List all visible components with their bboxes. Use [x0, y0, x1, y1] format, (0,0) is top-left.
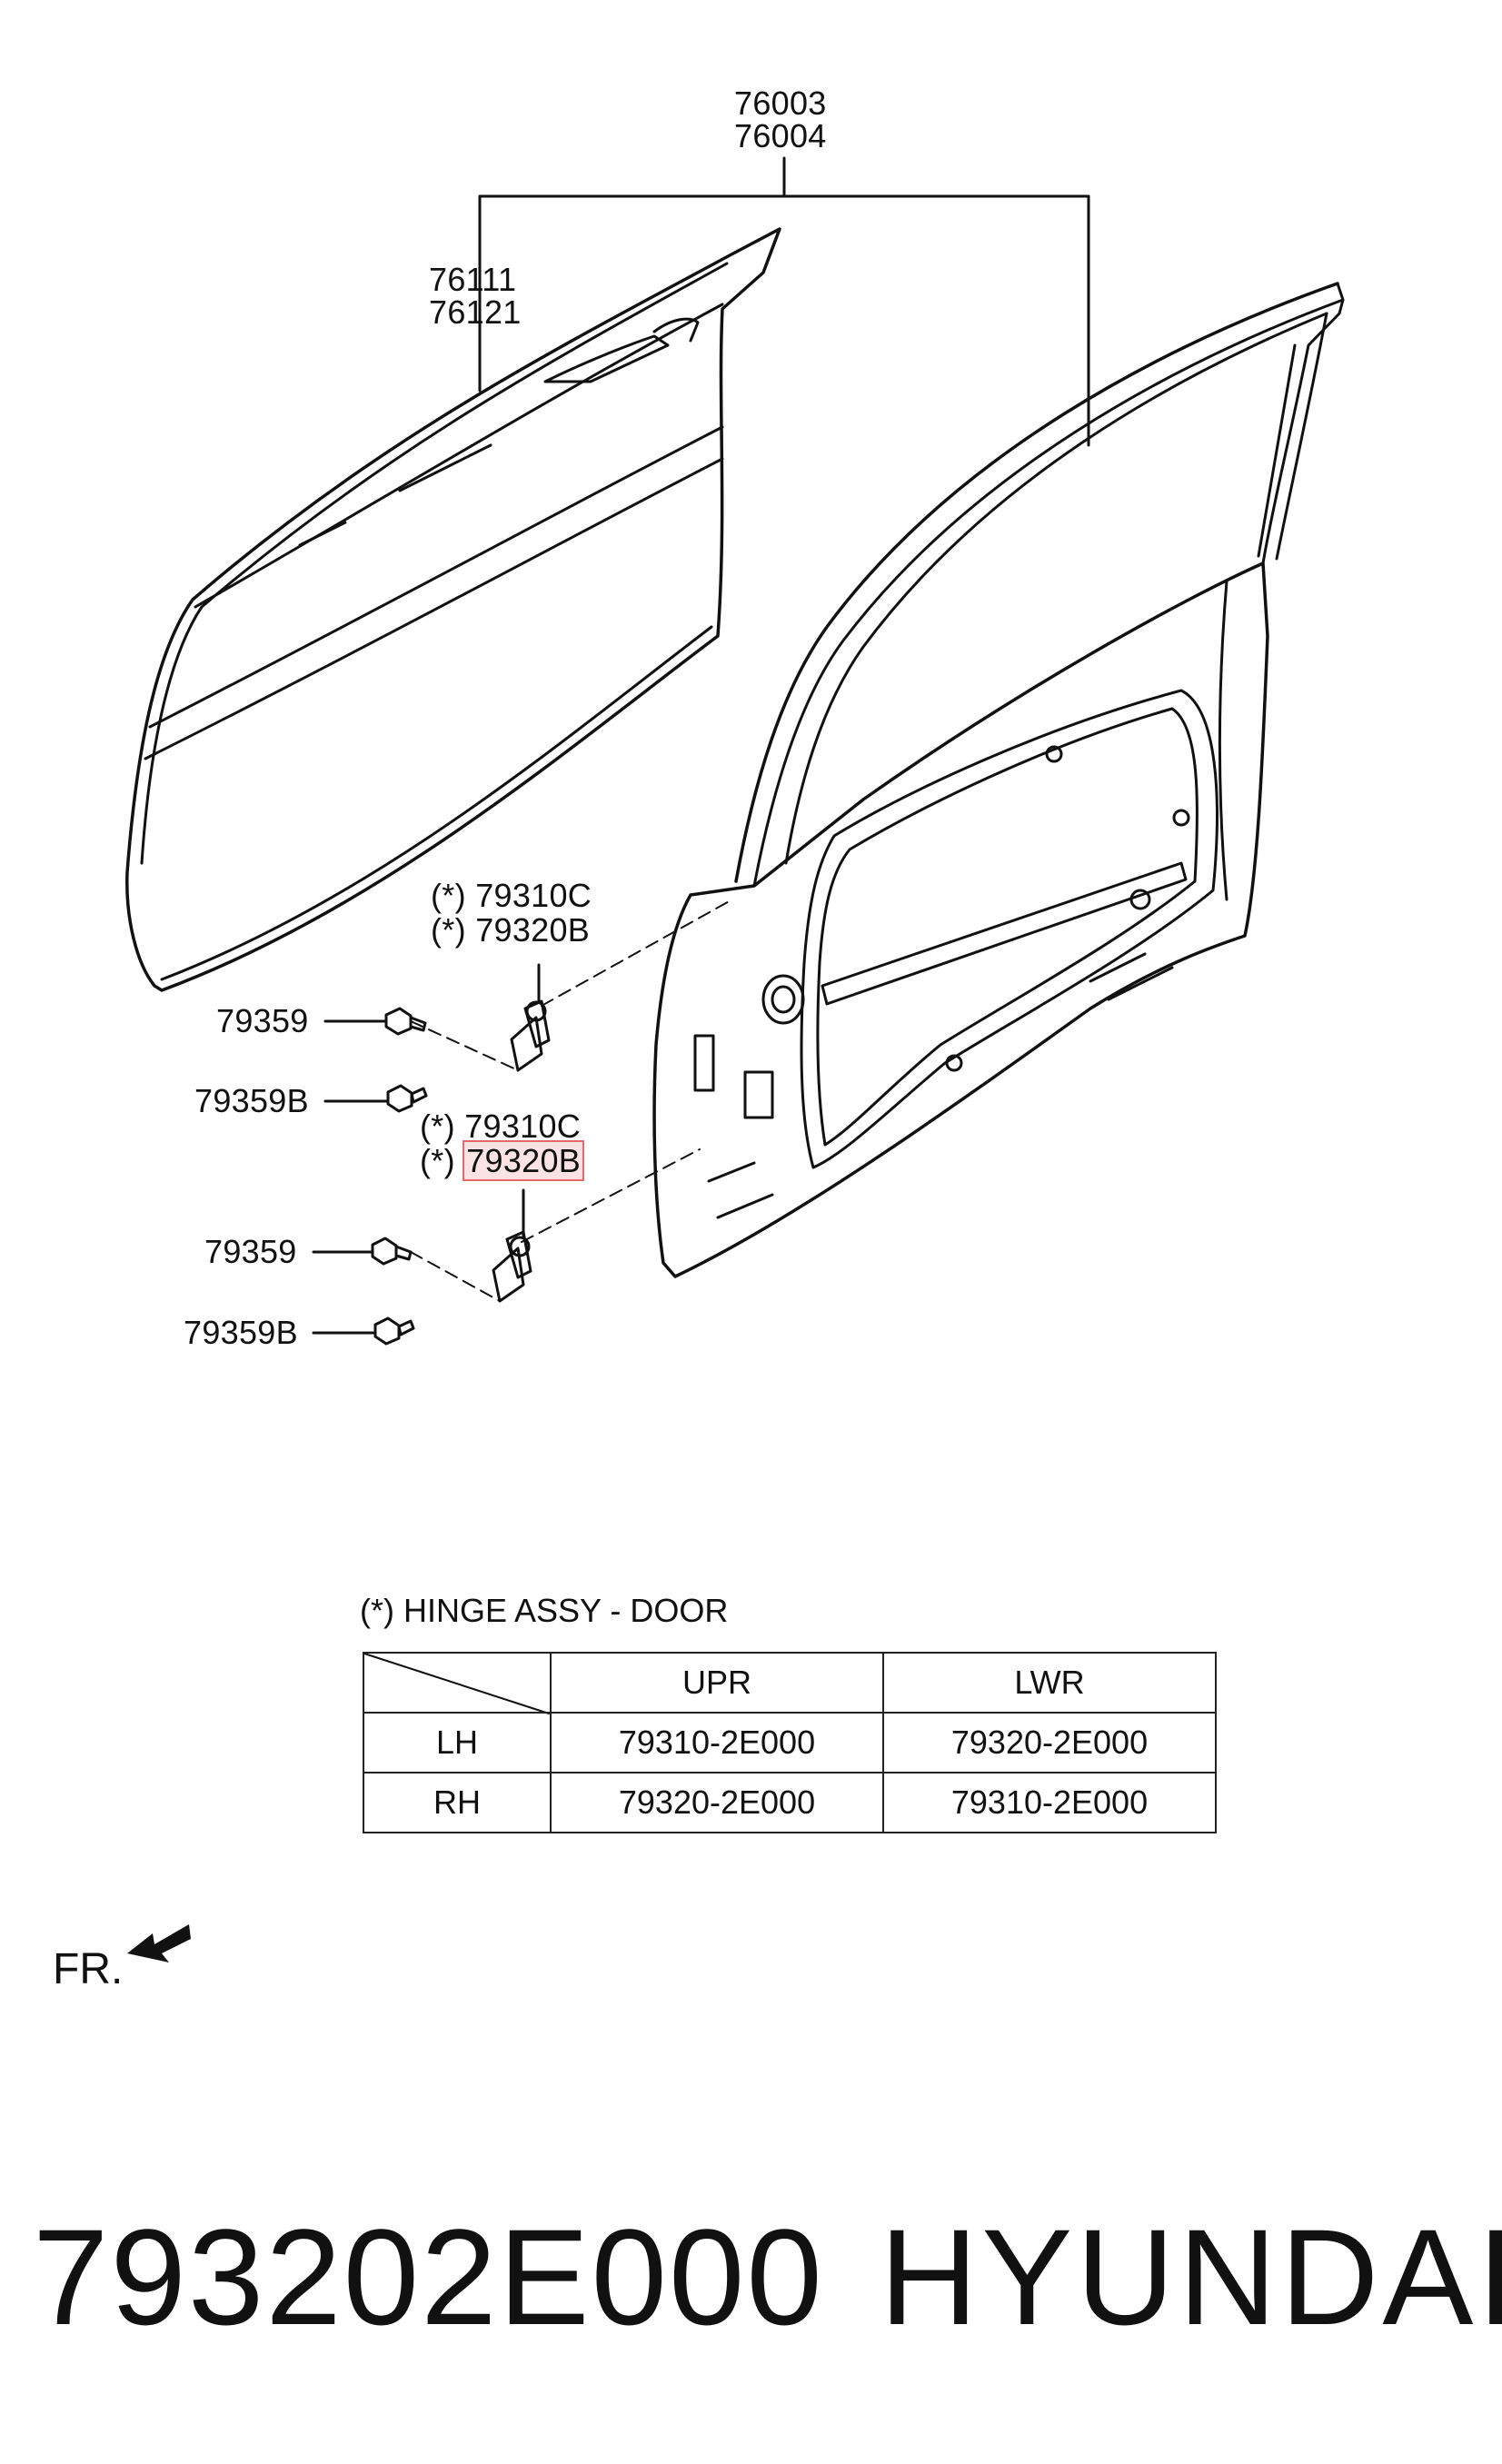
hinge-table: UPR LWR LH 79310-2E000 79320-2E000 RH 79…: [363, 1652, 1217, 1833]
door-inner-frame: [652, 282, 1345, 1278]
label-assembly-76003: 76003: [734, 84, 827, 122]
table-header-lwr: LWR: [882, 1652, 1217, 1714]
table-cell-side: RH: [363, 1772, 552, 1833]
bolt-upper-2: [323, 1084, 428, 1113]
table-header-upr: UPR: [550, 1652, 884, 1714]
label-assembly-76004: 76004: [734, 117, 827, 154]
bolt-lower-1: [312, 1237, 413, 1266]
label-bolt-lower-2: 79359B: [184, 1314, 298, 1351]
alignment-lines: [410, 899, 733, 1302]
label-lower-hinge-a: (*) 79310C: [420, 1110, 581, 1143]
footer-part-number: 793202E000: [33, 2201, 824, 2353]
table-cell-side: LH: [363, 1712, 552, 1773]
footer-brand: HYUNDAI: [880, 2201, 1502, 2353]
lower-hinge: [492, 1188, 532, 1303]
table-title: (*) HINGE ASSY - DOOR: [360, 1592, 729, 1629]
asterisk-mark: (*): [420, 1142, 455, 1179]
bolt-upper-1: [323, 1007, 427, 1036]
label-lower-hinge-b: (*) 79320B: [420, 1140, 585, 1181]
table-row: RH 79320-2E000 79310-2E000: [363, 1772, 1217, 1833]
label-bolt-upper-1: 79359: [216, 1002, 309, 1039]
label-panel-76121: 76121: [429, 293, 522, 331]
label-bolt-upper-2: 79359B: [194, 1082, 309, 1119]
direction-label: FR.: [53, 1945, 124, 1993]
assembly-leader: [478, 156, 1090, 447]
table-cell-upr: 79320-2E000: [550, 1772, 884, 1833]
fr-arrow-icon: [127, 1924, 191, 1962]
label-upper-hinge-a: (*) 79310C: [431, 879, 592, 912]
table-cell-upr: 79310-2E000: [550, 1712, 884, 1773]
label-panel-76111: 76111: [429, 261, 517, 298]
table-cell-lwr: 79310-2E000: [882, 1772, 1217, 1833]
bolt-lower-2: [312, 1316, 415, 1346]
label-upper-hinge-b: (*) 79320B: [431, 914, 590, 947]
asterisk-mark: (*): [420, 1108, 455, 1145]
asterisk-mark: (*): [431, 877, 466, 914]
part-number: 79320B: [475, 911, 591, 949]
asterisk-mark: (*): [431, 911, 466, 949]
door-outer-panel: [125, 227, 781, 992]
table-row: LH 79310-2E000 79320-2E000: [363, 1712, 1217, 1773]
part-number: 79310C: [475, 877, 592, 914]
upper-hinge: [510, 963, 551, 1072]
part-number: 79310C: [464, 1108, 582, 1145]
table-cell-lwr: 79320-2E000: [882, 1712, 1217, 1773]
label-bolt-lower-1: 79359: [204, 1233, 297, 1270]
highlighted-part-number: 79320B: [463, 1140, 585, 1181]
table-header-row: UPR LWR: [363, 1652, 1217, 1714]
table-corner-cell: [363, 1652, 552, 1714]
